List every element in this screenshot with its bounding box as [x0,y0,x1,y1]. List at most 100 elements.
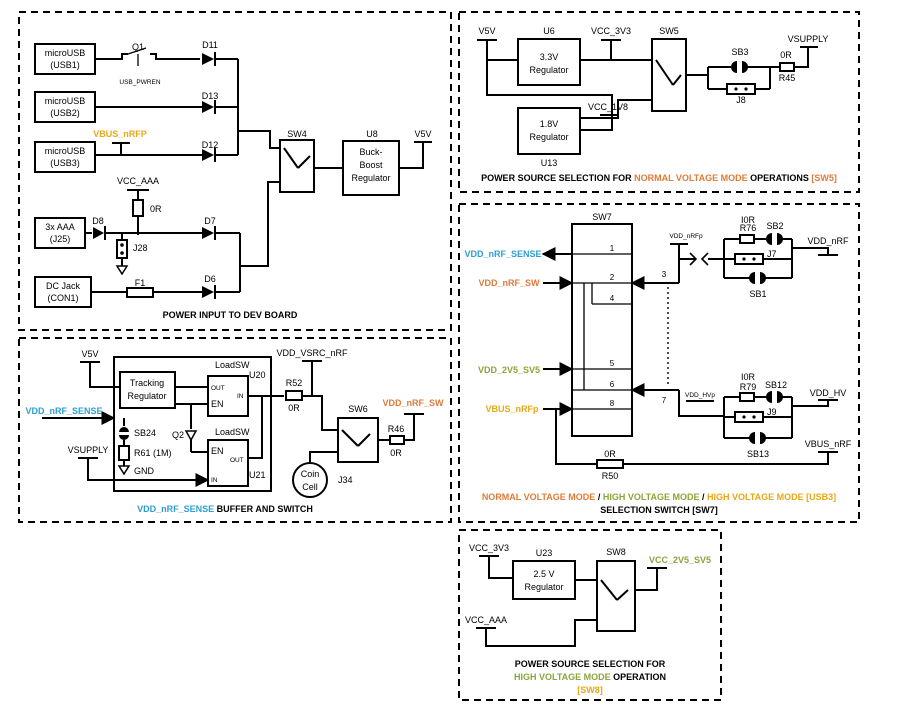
svg-text:R61 (1M): R61 (1M) [134,448,172,458]
svg-text:VDD_2V5_SV5: VDD_2V5_SV5 [478,365,540,375]
svg-text:OUT: OUT [211,385,225,392]
q1-label: Q1 [132,42,144,52]
usb2-box [34,91,96,123]
svg-text:U13: U13 [541,158,558,168]
svg-text:R52: R52 [286,378,303,388]
selection-switch-title: NORMAL VOLTAGE MODE / HIGH VOLTAGE MODE … [482,492,836,502]
v5v-label: V5V [414,129,431,139]
svg-text:Regulator: Regulator [351,173,390,183]
usb2-label: microUSB [45,96,86,106]
power-input-title: POWER INPUT TO DEV BOARD [163,310,298,320]
svg-text:R45: R45 [779,73,796,83]
svg-text:VCC_3V3: VCC_3V3 [591,26,631,36]
sw6-box [337,417,379,463]
dcjack-label: DC Jack [46,281,81,291]
svg-text:2: 2 [610,273,615,282]
normal-voltage-title: POWER SOURCE SELECTION FOR NORMAL VOLTAG… [481,173,837,183]
high-voltage-title: HIGH VOLTAGE MODE OPERATION [514,672,666,682]
svg-text:VDD_VSRC_nRF: VDD_VSRC_nRF [276,348,348,358]
usb1-box [34,43,96,75]
svg-text:SW7: SW7 [592,212,612,222]
svg-text:SB12: SB12 [765,380,787,390]
svg-text:U21: U21 [249,470,266,480]
svg-text:SB3: SB3 [731,47,748,57]
svg-text:Tracking: Tracking [130,378,164,388]
u8-label: U8 [366,129,378,139]
svg-text:Regulator: Regulator [529,65,568,75]
u8-box [342,140,400,196]
svg-text:0R: 0R [288,403,300,413]
svg-text:J9: J9 [767,407,777,417]
svg-text:IN: IN [237,393,244,400]
svg-text:3: 3 [662,270,667,279]
svg-text:V5V: V5V [478,26,495,36]
svg-text:SB2: SB2 [766,221,783,231]
svg-text:5: 5 [610,359,615,368]
svg-text:1.8V: 1.8V [540,119,559,129]
svg-text:J34: J34 [338,475,353,485]
svg-text:VCC_1V8: VCC_1V8 [588,102,628,112]
svg-text:LoadSW: LoadSW [215,427,250,437]
aaa-box [34,217,86,249]
svg-text:U6: U6 [543,26,555,36]
svg-text:R76: R76 [740,223,757,233]
usb1-label: microUSB [45,48,86,58]
f1-label: F1 [135,278,146,288]
svg-text:SB24: SB24 [134,428,156,438]
svg-text:V5V: V5V [81,349,98,359]
svg-text:VSUPPLY: VSUPPLY [68,445,109,455]
svg-text:VBUS_nRF: VBUS_nRF [805,439,852,449]
buffer-switch-panel: V5V Tracking Regulator LoadSW OUT EN IN … [25,348,444,514]
svg-text:U23: U23 [536,548,553,558]
svg-text:7: 7 [662,396,667,405]
svg-text:4: 4 [610,294,615,303]
svg-text:U20: U20 [249,370,266,380]
svg-text:OUT: OUT [230,457,244,464]
power-input-panel: microUSB (USB1) Q1 USB_PWREN D11 microUS… [34,40,432,320]
power-input-frame [18,11,452,331]
svg-text:R50: R50 [602,471,619,481]
buffer-switch-frame [18,337,452,523]
svg-text:6: 6 [610,380,615,389]
normal-voltage-panel: V5V U6 3.3V Regulator VCC_3V3 SW5 1.8V R… [477,26,837,183]
svg-text:VDD_HVp: VDD_HVp [685,392,715,399]
dcjack-box [34,276,92,308]
d8-label: D8 [92,216,104,226]
vbus-nrfp-label: VBUS_nRFP [93,129,147,139]
svg-text:I0R: I0R [741,215,756,225]
svg-text:J8: J8 [736,95,746,105]
u6-box [517,38,581,86]
vcc-aaa-label: VCC_AAA [117,176,159,186]
svg-text:Coin: Coin [301,469,320,479]
svg-text:8: 8 [610,399,615,408]
d6-label: D6 [204,274,216,284]
svg-text:VCC_AAA: VCC_AAA [465,615,507,625]
svg-text:EN: EN [211,399,224,409]
svg-text:VBUS_nRFp: VBUS_nRFp [485,404,539,414]
u23-box [512,560,576,600]
svg-text:Boost: Boost [359,160,383,170]
svg-text:SB1: SB1 [749,289,766,299]
svg-text:0R: 0R [604,449,616,459]
svg-text:SELECTION SWITCH [SW7]: SELECTION SWITCH [SW7] [600,505,718,515]
svg-text:3.3V: 3.3V [540,52,559,62]
svg-text:POWER SOURCE SELECTION FOR: POWER SOURCE SELECTION FOR [515,659,666,669]
j28-label: J28 [133,243,148,253]
svg-text:0R: 0R [390,448,402,458]
usb1-ref: (USB1) [50,60,80,70]
svg-text:SW5: SW5 [659,26,679,36]
high-voltage-panel: VCC_3V3 U23 2.5 V Regulator SW8 VCC_2V5_… [465,543,711,695]
selection-switch-frame [458,203,860,523]
aaa-label: 3x AAA [45,222,75,232]
svg-text:2.5 V: 2.5 V [533,569,554,579]
buffer-title: VDD_nRF_SENSE BUFFER AND SWITCH [137,504,313,514]
svg-text:R46: R46 [388,424,405,434]
d12-label: D12 [202,140,219,150]
svg-text:Regulator: Regulator [529,132,568,142]
svg-text:Q2: Q2 [172,430,184,440]
svg-text:VDD_nRFp: VDD_nRFp [669,233,703,240]
sw8-box [596,560,636,632]
tracking-regulator-box [119,371,176,409]
